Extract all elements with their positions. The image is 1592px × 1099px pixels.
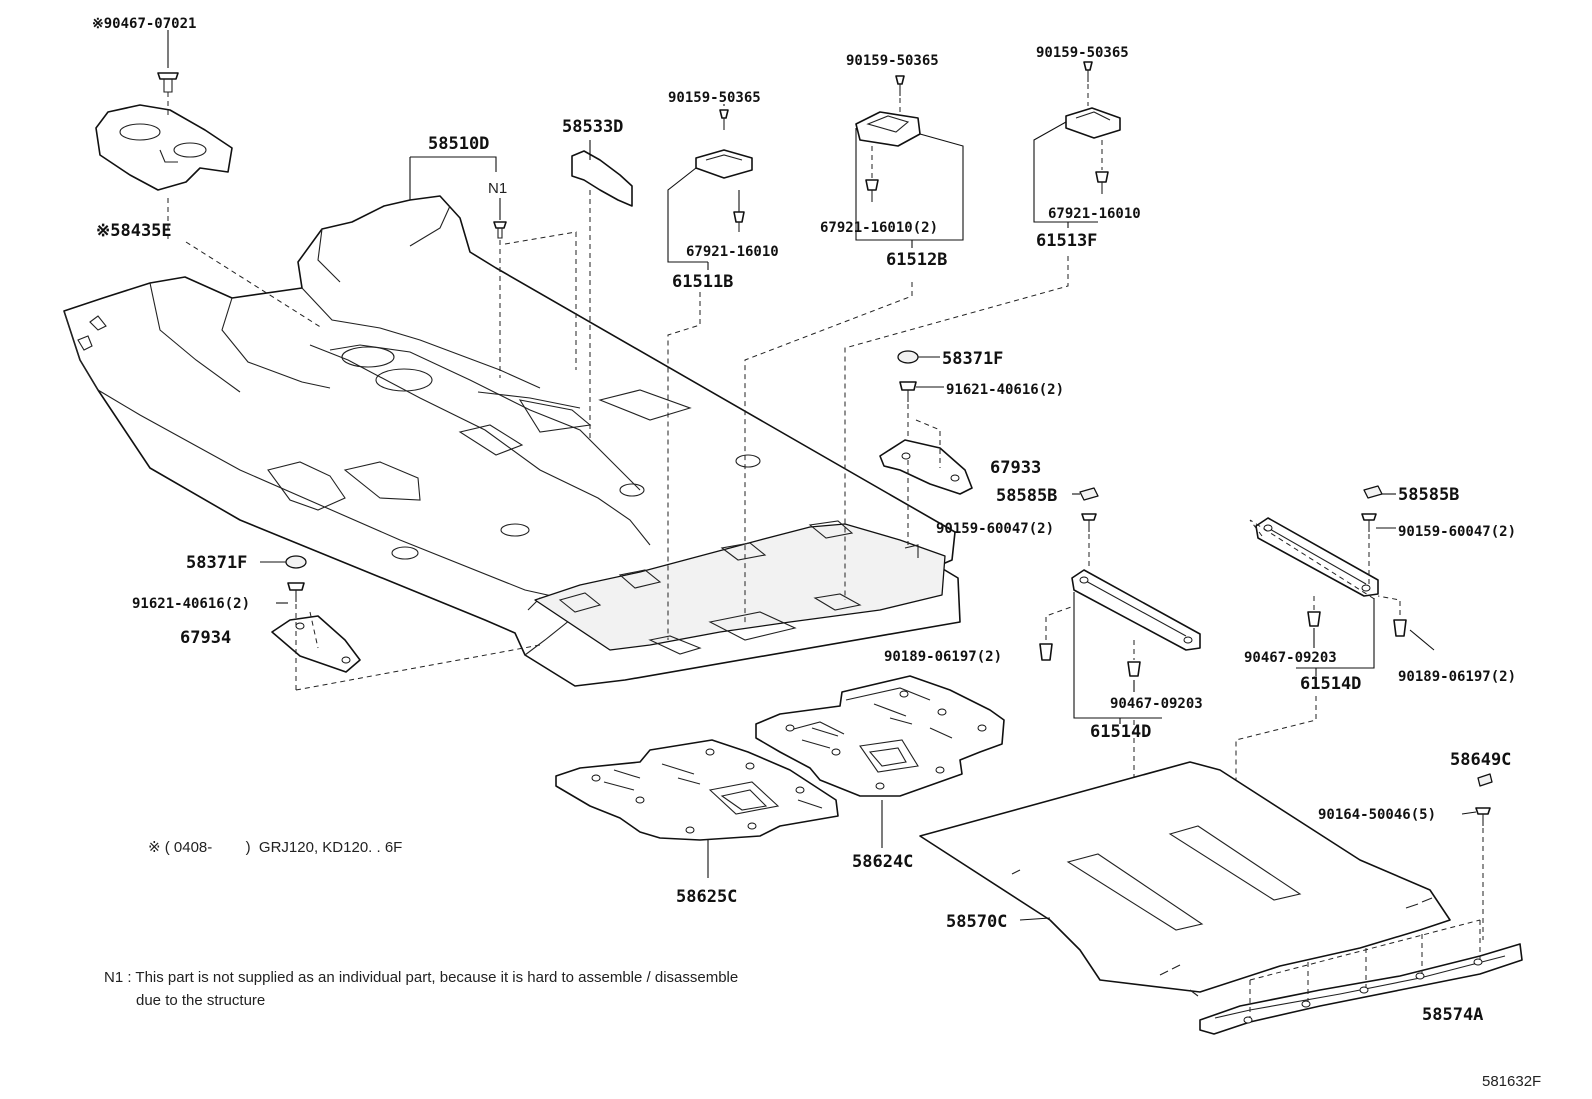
clip-n1-icon bbox=[493, 221, 507, 239]
diagram-notes: ※ ( 0408- ) GRJ120, KD120. . 6F N1 : Thi… bbox=[104, 839, 1541, 1090]
label-90189-06197-center: 90189-06197(2) bbox=[884, 649, 1002, 665]
undercover-58625c bbox=[555, 739, 839, 841]
label-58625c: 58625C bbox=[676, 887, 737, 907]
label-58570c: 58570C bbox=[946, 912, 1007, 932]
label-90159-60047-center: 90159-60047(2) bbox=[936, 521, 1054, 537]
tiedown-cover-61513f bbox=[844, 61, 1121, 600]
label-90159-50365-c: 90159-50365 bbox=[1036, 45, 1129, 61]
label-90164-50046: 90164-50046(5) bbox=[1318, 807, 1436, 823]
label-61512b: 61512B bbox=[886, 250, 947, 270]
clip-58585b-center-icon bbox=[1072, 487, 1099, 501]
clip-58649c-icon bbox=[1477, 773, 1493, 787]
cap-58371f-right-icon bbox=[897, 350, 940, 364]
applicability-note: ※ ( 0408- ) GRJ120, KD120. . 6F bbox=[148, 839, 402, 856]
figure-code: 581632F bbox=[1482, 1073, 1541, 1090]
label-67934: 67934 bbox=[180, 628, 231, 648]
label-61514d-center: 61514D bbox=[1090, 722, 1151, 742]
clip-90189-06197-center-icon bbox=[1039, 643, 1053, 661]
tiedown-cover-61511b bbox=[667, 104, 753, 640]
label-90467-09203-right: 90467-09203 bbox=[1244, 650, 1337, 666]
label-67921-16010-2: 67921-16010(2) bbox=[820, 220, 938, 236]
undercover-58624c bbox=[755, 675, 1005, 797]
screw-90159-60047-center-icon bbox=[1081, 513, 1097, 532]
label-58510d: 58510D bbox=[428, 134, 489, 154]
bracket-67934 bbox=[271, 615, 361, 673]
clip-90467-09203-center-icon bbox=[1127, 661, 1141, 692]
label-61514d-right: 61514D bbox=[1300, 674, 1361, 694]
label-90159-60047-right: 90159-60047(2) bbox=[1398, 524, 1516, 540]
label-n1: N1 bbox=[488, 180, 507, 197]
label-58624c: 58624C bbox=[852, 852, 913, 872]
label-67933: 67933 bbox=[990, 458, 1041, 478]
clip-58585b-right-icon bbox=[1363, 485, 1396, 499]
cap-58371f-left-icon bbox=[260, 555, 307, 569]
label-90467-07021: ※90467-07021 bbox=[92, 16, 196, 32]
label-58585b-right: 58585B bbox=[1398, 485, 1459, 505]
front-cover-58574a bbox=[1199, 943, 1523, 1035]
screw-90467-07021-icon bbox=[157, 30, 179, 118]
label-90159-50365-a: 90159-50365 bbox=[668, 90, 761, 106]
label-91621-40616-left: 91621-40616(2) bbox=[132, 596, 250, 612]
part-labels: ※90467-07021 ※58435E 58510D N1 58533D 90… bbox=[92, 16, 1516, 1025]
rail-61514d-right bbox=[1255, 517, 1379, 676]
label-67921-16010-c: 67921-16010 bbox=[1048, 206, 1141, 222]
label-58371f-left: 58371F bbox=[186, 553, 247, 573]
label-90189-06197-right: 90189-06197(2) bbox=[1398, 669, 1516, 685]
label-58533d: 58533D bbox=[562, 117, 623, 137]
label-58649c: 58649C bbox=[1450, 750, 1511, 770]
label-58435e: ※58435E bbox=[96, 221, 172, 241]
clip-90467-09203-right-icon bbox=[1307, 611, 1321, 648]
screw-90159-60047-right-icon bbox=[1361, 513, 1396, 532]
label-90467-09203-center: 90467-09203 bbox=[1110, 696, 1203, 712]
screw-90164-50046-icon bbox=[1461, 807, 1491, 826]
n1-note-line1: N1 : This part is not supplied as an ind… bbox=[104, 969, 738, 986]
label-67921-16010-a: 67921-16010 bbox=[686, 244, 779, 260]
label-61511b: 61511B bbox=[672, 272, 733, 292]
label-91621-40616-right: 91621-40616(2) bbox=[946, 382, 1064, 398]
label-90159-50365-b: 90159-50365 bbox=[846, 53, 939, 69]
skid-plate-58570c bbox=[919, 761, 1451, 997]
screw-91621-40616-left-icon bbox=[276, 582, 305, 604]
label-61513f: 61513F bbox=[1036, 231, 1097, 251]
bracket-58533d bbox=[571, 150, 633, 207]
n1-note-line2: due to the structure bbox=[136, 992, 265, 1009]
rail-61514d-center bbox=[1071, 569, 1201, 724]
screw-91621-40616-right-icon bbox=[899, 381, 944, 402]
console-box-58435e bbox=[95, 104, 233, 191]
floor-carpet-58510d bbox=[63, 195, 961, 687]
label-58585b-center: 58585B bbox=[996, 486, 1057, 506]
label-58574a: 58574A bbox=[1422, 1005, 1483, 1025]
clip-90189-06197-right-icon bbox=[1393, 619, 1435, 651]
label-58371f-right: 58371F bbox=[942, 349, 1003, 369]
bracket-67933 bbox=[879, 439, 973, 495]
tiedown-cover-61512b bbox=[744, 75, 964, 625]
